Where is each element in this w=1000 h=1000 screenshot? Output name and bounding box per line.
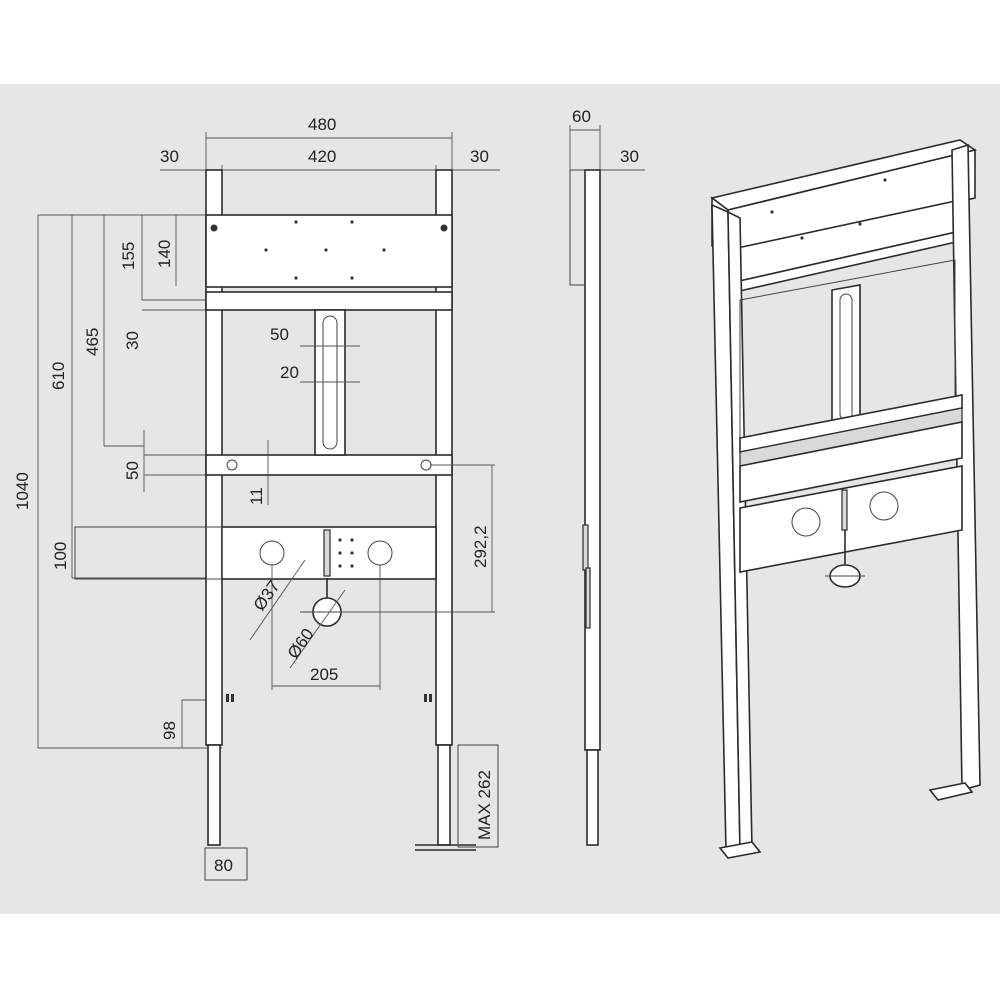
dim-292: 292,2 (471, 525, 490, 568)
dim-140: 140 (155, 240, 174, 268)
side-view: 60 30 (569, 107, 645, 846)
dim-155: 155 (119, 242, 138, 270)
right-leg (437, 744, 451, 846)
rail-middle (205, 454, 453, 476)
side-upright (584, 169, 601, 751)
dim-30-vertical: 30 (123, 331, 142, 350)
dim-depth-30: 30 (620, 147, 639, 166)
dim-max-262: MAX 262 (475, 770, 494, 840)
dim-left-offset: 30 (160, 147, 179, 166)
isometric-view (710, 139, 981, 859)
dim-98: 98 (160, 721, 179, 740)
dim-inner-width: 420 (308, 147, 336, 166)
dim-total-height: 1040 (13, 472, 32, 510)
dim-50-vertical: 50 (123, 461, 142, 480)
dim-slot-50: 50 (270, 325, 289, 344)
dim-height-465: 465 (83, 328, 102, 356)
front-view: 480 420 30 30 1040 610 465 155 140 30 50… (13, 115, 500, 881)
dim-dia-37: Ø37 (250, 577, 284, 614)
dim-205: 205 (310, 665, 338, 684)
dim-height-610: 610 (49, 362, 68, 390)
dim-overall-width: 480 (308, 115, 336, 134)
slot-bar (314, 309, 346, 456)
top-panel (205, 214, 453, 288)
dim-foot-80: 80 (214, 856, 233, 875)
dim-100: 100 (51, 542, 70, 570)
side-leg (586, 749, 599, 846)
dim-dia-60: Ø60 (284, 625, 318, 662)
dim-right-offset: 30 (470, 147, 489, 166)
dim-slot-20: 20 (280, 363, 299, 382)
dim-depth-60: 60 (572, 107, 591, 126)
dim-11: 11 (247, 487, 266, 505)
left-leg (207, 744, 221, 846)
rail-upper (205, 291, 453, 311)
